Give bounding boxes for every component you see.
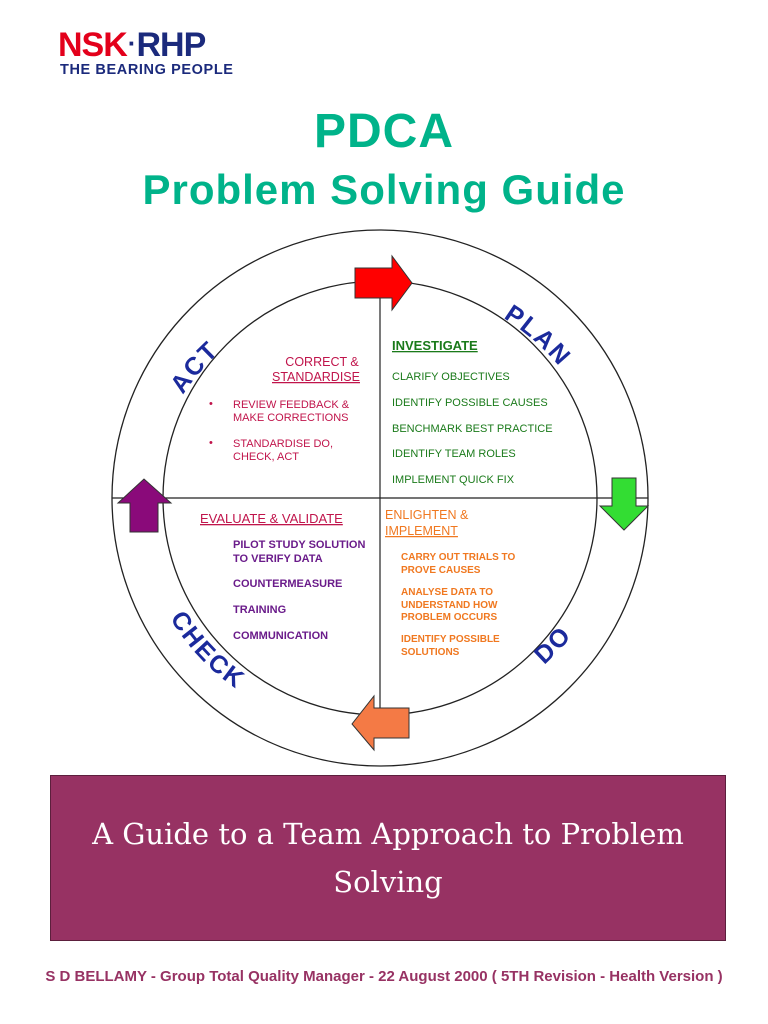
guide-banner: A Guide to a Team Approach to Problem So… — [50, 775, 726, 941]
brand-separator: · — [127, 28, 137, 58]
phase-label-check: CHECK — [165, 606, 251, 695]
act-bullet-line: MAKE CORRECTIONS — [233, 412, 349, 424]
act-bullet-line: CHECK, ACT — [233, 451, 299, 463]
check-heading: EVALUATE & VALIDATE — [200, 511, 343, 526]
do-heading-line1: ENLIGHTEN & — [385, 508, 469, 522]
act-quadrant: CORRECT & STANDARDISE • REVIEW FEEDBACK … — [209, 355, 360, 463]
arrow-up-icon — [116, 478, 173, 533]
author-footer: S D BELLAMY - Group Total Quality Manage… — [45, 968, 723, 985]
phase-label-act: ACT — [165, 336, 224, 399]
brand-name-right: RHP — [136, 26, 206, 64]
act-heading-line1: CORRECT & — [285, 355, 359, 369]
do-quadrant: ENLIGHTEN & IMPLEMENT CARRY OUT TRIALS T… — [385, 508, 515, 658]
bullet-icon: • — [209, 398, 213, 410]
plan-item: CLARIFY OBJECTIVES — [392, 371, 510, 383]
bullet-icon: • — [209, 437, 213, 449]
act-bullet-line: STANDARDISE DO, — [233, 438, 333, 450]
plan-item: IDENTIFY TEAM ROLES — [392, 448, 516, 460]
page-subtitle: Problem Solving Guide — [142, 166, 626, 213]
check-item-line: PILOT STUDY SOLUTION — [233, 539, 365, 551]
plan-heading: INVESTIGATE — [392, 338, 478, 353]
plan-quadrant: INVESTIGATE CLARIFY OBJECTIVES IDENTIFY … — [392, 338, 553, 486]
check-item: TRAINING — [233, 604, 286, 616]
arrow-down-icon — [598, 477, 650, 531]
brand-wordmark: NSK·RHP — [58, 26, 206, 64]
check-item-line: TO VERIFY DATA — [233, 553, 323, 565]
banner-text: A Guide to a Team Approach to Problem So… — [92, 817, 684, 899]
check-quadrant: EVALUATE & VALIDATE PILOT STUDY SOLUTION… — [200, 511, 365, 642]
check-item: COMMUNICATION — [233, 630, 328, 642]
do-item-line: ANALYSE DATA TO — [401, 587, 493, 598]
phase-label-plan: PLAN — [500, 300, 577, 372]
brand-tagline: THE BEARING PEOPLE — [60, 62, 234, 78]
arrow-left-icon — [351, 694, 410, 752]
do-item-line: PROVE CAUSES — [401, 565, 481, 576]
do-item-line: PROBLEM OCCURS — [401, 612, 497, 623]
act-heading-line2: STANDARDISE — [272, 370, 360, 384]
phase-label-do: DO — [529, 621, 577, 670]
check-item: COUNTERMEASURE — [233, 578, 342, 590]
do-heading-line2: IMPLEMENT — [385, 524, 458, 538]
act-bullet-line: REVIEW FEEDBACK & — [233, 399, 350, 411]
brand-logo: NSK·RHP THE BEARING PEOPLE — [58, 26, 288, 82]
do-item-line: UNDERSTAND HOW — [401, 600, 498, 611]
page-title: PDCA — [313, 105, 454, 158]
arrow-right-icon — [354, 254, 413, 312]
brand-name-left: NSK — [58, 26, 128, 64]
plan-item: IDENTIFY POSSIBLE CAUSES — [392, 397, 548, 409]
do-item-line: IDENTIFY POSSIBLE — [401, 634, 500, 645]
plan-item: BENCHMARK BEST PRACTICE — [392, 423, 553, 435]
do-item-line: SOLUTIONS — [401, 647, 460, 658]
plan-item: IMPLEMENT QUICK FIX — [392, 474, 515, 486]
do-item-line: CARRY OUT TRIALS TO — [401, 552, 515, 563]
